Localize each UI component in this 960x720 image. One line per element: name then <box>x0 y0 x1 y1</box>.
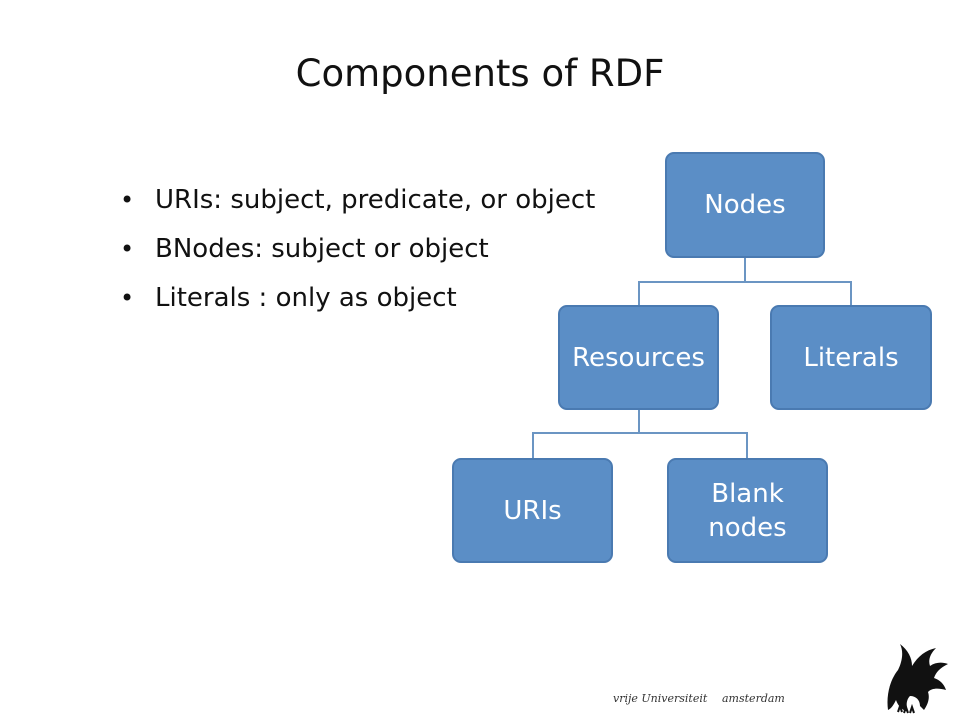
connector-to-uris <box>532 432 534 458</box>
node-literals-label: Literals <box>803 342 899 373</box>
bullet-bnodes: BNodes: subject or object <box>120 227 595 276</box>
node-uris: URIs <box>452 458 613 563</box>
node-resources-label: Resources <box>572 342 705 373</box>
connector-to-blank-nodes <box>746 432 748 458</box>
connector-to-literals <box>850 281 852 305</box>
connector-to-resources <box>638 281 640 305</box>
node-blank-label-line1: Blank <box>711 478 784 509</box>
node-blank-label-line2: nodes <box>708 512 787 543</box>
node-resources: Resources <box>558 305 719 410</box>
node-nodes-label: Nodes <box>704 190 786 220</box>
footer-university-left: vrije Universiteit <box>613 692 708 705</box>
node-literals: Literals <box>770 305 932 410</box>
connector-nodes-down <box>744 258 746 282</box>
slide-title: Components of RDF <box>295 52 665 95</box>
bullet-literals: Literals : only as object <box>120 276 595 325</box>
node-nodes: Nodes <box>665 152 825 258</box>
bullet-list: URIs: subject, predicate, or object BNod… <box>120 178 595 325</box>
connector-bottom-horizontal <box>532 432 748 434</box>
griffin-logo-icon <box>887 644 948 714</box>
connector-resources-down <box>638 409 640 433</box>
footer-university-right: amsterdam <box>722 692 785 705</box>
connector-top-horizontal <box>638 281 852 283</box>
node-uris-label: URIs <box>503 495 562 526</box>
bullet-uris: URIs: subject, predicate, or object <box>120 178 595 227</box>
node-blank-nodes: Blank nodes <box>667 458 828 563</box>
